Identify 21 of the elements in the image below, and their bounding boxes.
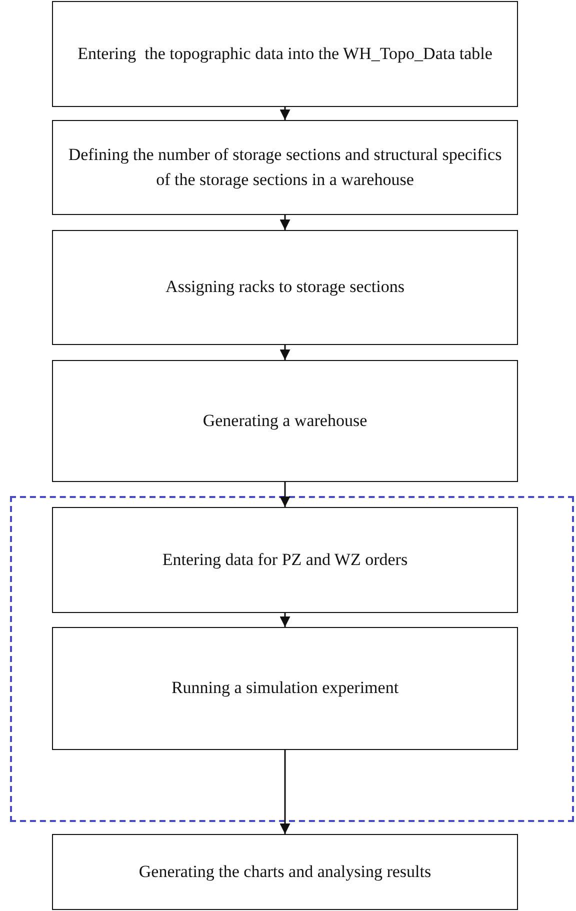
arrow (280, 750, 290, 834)
process-box (52, 230, 518, 345)
process-box (52, 627, 518, 750)
step-text: Running a simulation experiment (171, 677, 399, 700)
step-text: Generating a warehouse (202, 410, 368, 432)
arrow (280, 345, 290, 360)
arrow (280, 107, 290, 120)
step-text: Generating the charts and analysing results (138, 860, 432, 883)
process-box (52, 1, 518, 107)
arrow (280, 482, 290, 507)
step-text: Entering the topographic data into the WH_Topo_Data table (78, 42, 492, 65)
step-text: Assigning racks to storage sections (166, 276, 404, 298)
arrow (280, 613, 290, 627)
step-text: Entering data for PZ and WZ orders (162, 548, 408, 571)
process-box (52, 834, 518, 910)
process-box (52, 120, 518, 215)
arrow (280, 215, 290, 230)
process-box (52, 360, 518, 482)
step-text: Defining the number of storage sections and structural specifics of the storage sections in a warehouse (67, 144, 503, 191)
dashed-group-box (10, 496, 574, 822)
process-box (52, 507, 518, 613)
